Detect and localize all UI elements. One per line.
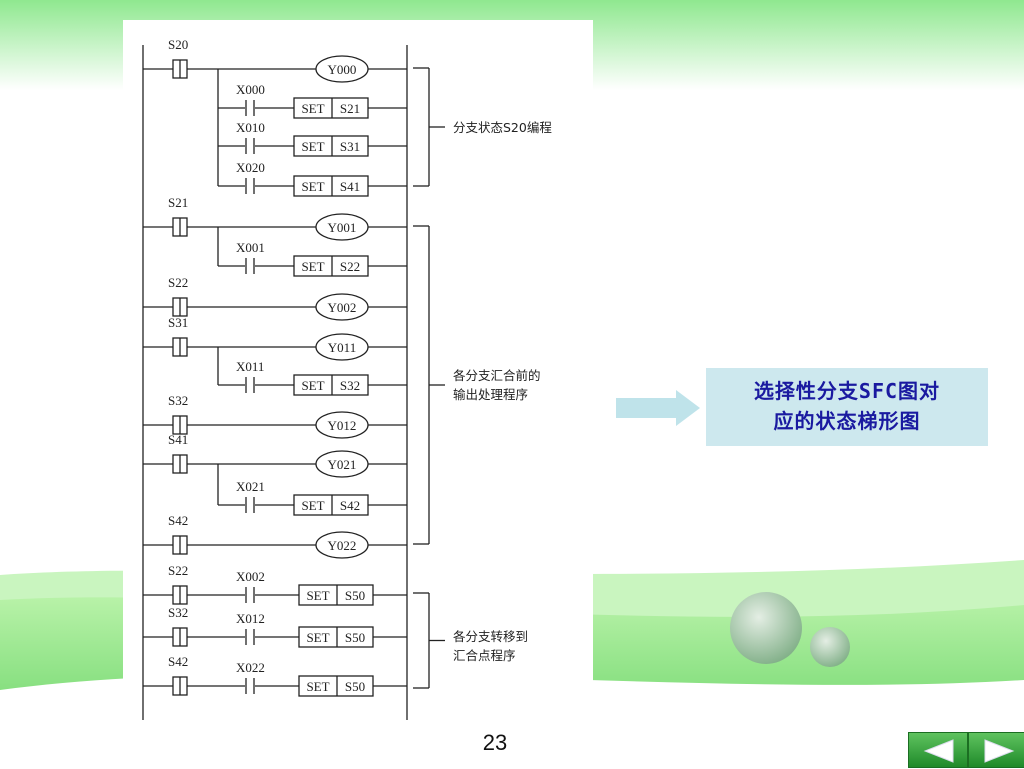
set-instruction-box — [293, 135, 369, 157]
input-contact-label: X001 — [236, 240, 265, 255]
set-target-label: S41 — [340, 179, 360, 194]
contact-gap — [245, 100, 255, 116]
triangle-left-icon — [923, 739, 954, 763]
contact-gap — [245, 377, 255, 393]
input-contact-label: X022 — [236, 660, 265, 675]
set-label: SET — [306, 588, 329, 603]
set-instruction-box — [298, 675, 374, 697]
output-coil — [315, 450, 369, 478]
prev-slide-button[interactable] — [908, 732, 968, 768]
input-contact-label: X000 — [236, 82, 265, 97]
state-contact-label: S42 — [168, 513, 188, 528]
output-coil — [315, 55, 369, 83]
set-instruction-box — [298, 626, 374, 648]
output-coil — [315, 333, 369, 361]
triangle-right-icon — [984, 739, 1015, 763]
set-target-label: S50 — [345, 679, 365, 694]
set-target-label: S32 — [340, 378, 360, 393]
input-contact-label: X011 — [236, 359, 264, 374]
set-target-label: S50 — [345, 630, 365, 645]
arrow-icon — [616, 390, 700, 426]
set-target-label: S22 — [340, 259, 360, 274]
callout-line-1: 选择性分支SFC图对 — [753, 379, 941, 403]
input-contact-label: X010 — [236, 120, 265, 135]
next-slide-button[interactable] — [968, 732, 1024, 768]
set-label: SET — [301, 259, 324, 274]
state-contact-label: S21 — [168, 195, 188, 210]
state-contact-label: S20 — [168, 37, 188, 52]
contact-gap — [245, 138, 255, 154]
callout-line-2: 应的状态梯形图 — [773, 409, 921, 433]
set-instruction-box — [298, 584, 374, 606]
contact-gap — [245, 629, 255, 645]
contact-gap — [245, 587, 255, 603]
output-coil-label: Y012 — [328, 418, 357, 433]
set-target-label: S21 — [340, 101, 360, 116]
output-coil-label: Y022 — [328, 538, 357, 553]
output-coil — [315, 293, 369, 321]
output-coil-label: Y021 — [328, 457, 357, 472]
set-label: SET — [301, 498, 324, 513]
annotation-branch: 分支状态S20编程 — [453, 120, 552, 135]
contact-gap — [245, 178, 255, 194]
annotation-output-1: 各分支汇合前的 — [453, 368, 541, 383]
output-coil-label: Y002 — [328, 300, 357, 315]
state-contact-label: S42 — [168, 654, 188, 669]
output-coil — [315, 213, 369, 241]
callout-box: 选择性分支SFC图对 应的状态梯形图 — [706, 368, 988, 446]
contact-gap — [245, 258, 255, 274]
annotation-transfer-1: 各分支转移到 — [453, 629, 528, 644]
set-label: SET — [301, 101, 324, 116]
set-instruction-box — [293, 97, 369, 119]
state-contact-label: S31 — [168, 315, 188, 330]
state-contact-label: S32 — [168, 605, 188, 620]
output-coil — [315, 531, 369, 559]
set-target-label: S50 — [345, 588, 365, 603]
set-label: SET — [301, 378, 324, 393]
state-contact-label: S22 — [168, 563, 188, 578]
input-contact-label: X002 — [236, 569, 265, 584]
output-coil-label: Y001 — [328, 220, 357, 235]
state-contact-label: S41 — [168, 432, 188, 447]
output-coil — [315, 411, 369, 439]
set-target-label: S42 — [340, 498, 360, 513]
set-label: SET — [301, 139, 324, 154]
set-instruction-box — [293, 374, 369, 396]
set-label: SET — [301, 179, 324, 194]
set-label: SET — [306, 630, 329, 645]
input-contact-label: X020 — [236, 160, 265, 175]
set-instruction-box — [293, 494, 369, 516]
output-coil-label: Y000 — [328, 62, 357, 77]
output-coil-label: Y011 — [328, 340, 356, 355]
annotation-output-2: 输出处理程序 — [453, 387, 528, 402]
state-contact-label: S22 — [168, 275, 188, 290]
decorative-sphere-small — [810, 627, 850, 667]
annotation-transfer-2: 汇合点程序 — [453, 648, 516, 663]
set-target-label: S31 — [340, 139, 360, 154]
contact-gap — [245, 497, 255, 513]
set-label: SET — [306, 679, 329, 694]
set-instruction-box — [293, 255, 369, 277]
contact-gap — [245, 678, 255, 694]
state-contact-label: S32 — [168, 393, 188, 408]
input-contact-label: X021 — [236, 479, 265, 494]
decorative-sphere-large — [730, 592, 802, 664]
input-contact-label: X012 — [236, 611, 265, 626]
set-instruction-box — [293, 175, 369, 197]
page-number: 23 — [482, 730, 508, 755]
